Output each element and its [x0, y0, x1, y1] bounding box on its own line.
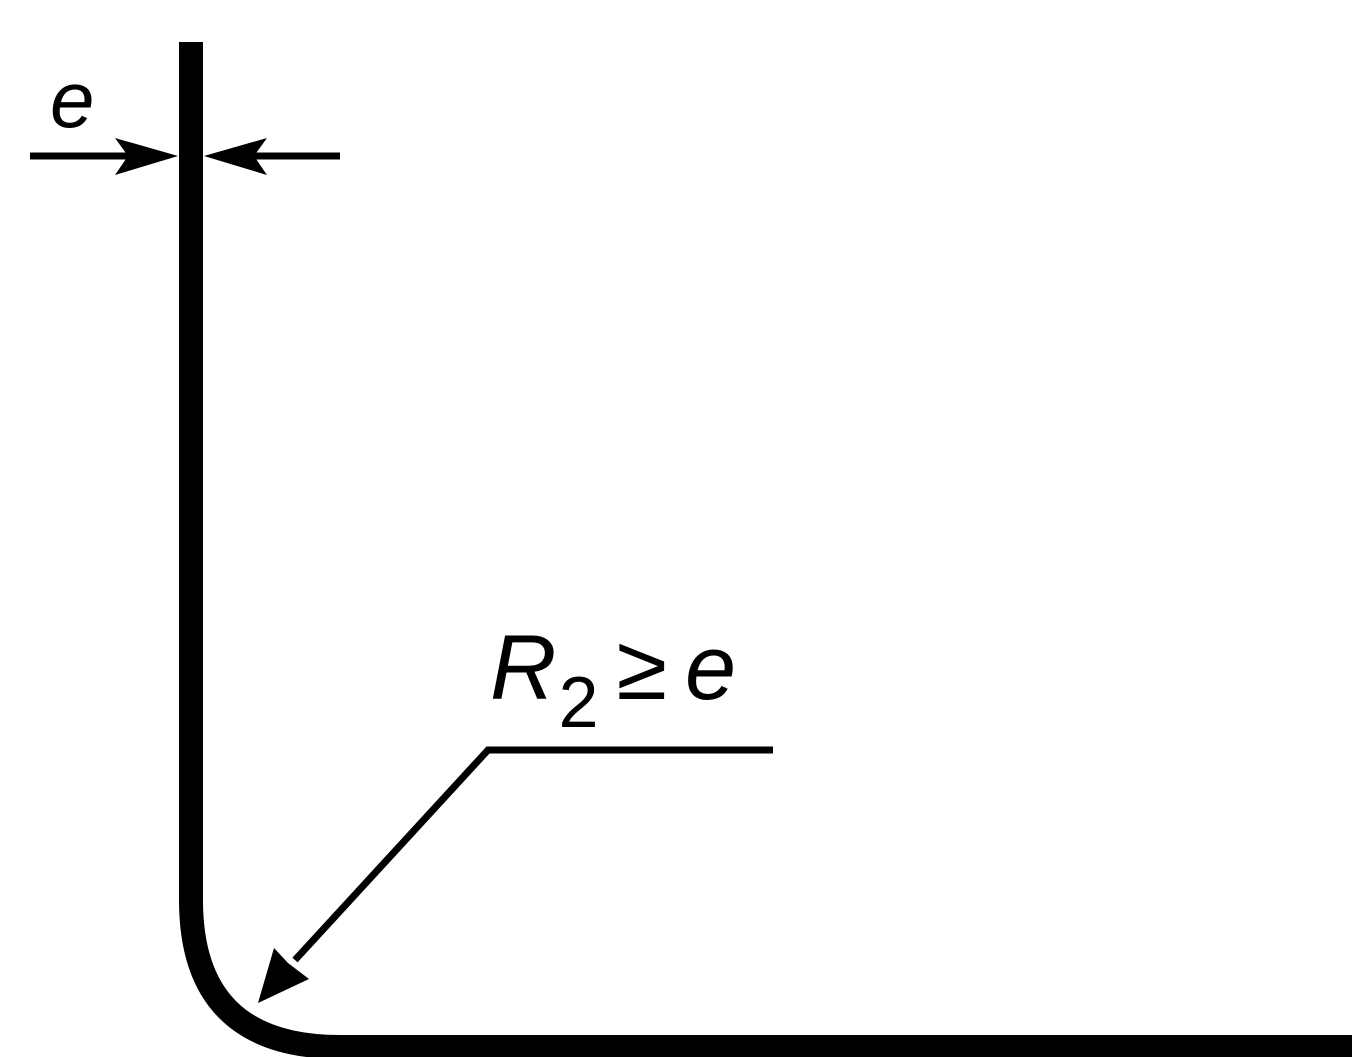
radius-symbol: R — [490, 617, 557, 719]
thickness-arrowhead-right — [204, 138, 267, 175]
radius-label: R2≥e — [490, 622, 736, 739]
radius-rhs: e — [685, 617, 737, 719]
radius-leader-line — [292, 746, 773, 963]
sheet-profile — [179, 42, 1352, 1057]
radius-subscript: 2 — [558, 663, 599, 743]
thickness-arrowhead-left — [115, 138, 178, 175]
thickness-label: e — [50, 55, 95, 144]
radius-operator: ≥ — [616, 617, 668, 719]
radius-arrowhead — [258, 948, 309, 1003]
